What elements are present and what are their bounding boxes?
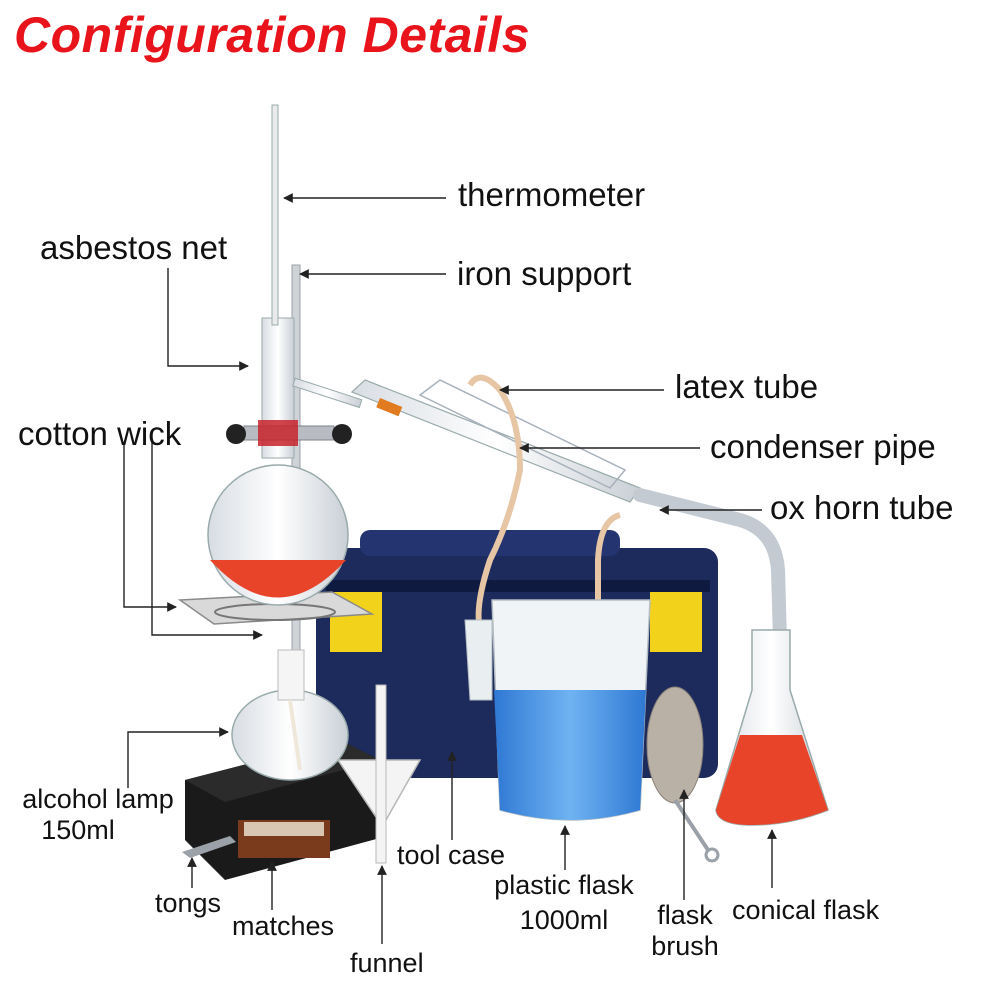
tongs <box>182 836 236 858</box>
leader-lines <box>123 193 777 944</box>
label-flask-brush-line1: flask <box>657 900 713 930</box>
label-plastic-flask-line1: plastic flask <box>494 870 634 900</box>
label-funnel: funnel <box>350 948 424 978</box>
leader-asbestos-net <box>167 268 249 371</box>
label-ox-horn-tube: ox horn tube <box>770 489 954 526</box>
page-title: Configuration Details <box>14 7 531 63</box>
label-conical-flask: conical flask <box>732 895 880 925</box>
label-tongs: tongs <box>155 888 222 918</box>
clamp <box>226 420 352 446</box>
case-latch-right <box>650 592 702 652</box>
label-flask-brush: flask brush <box>640 902 730 960</box>
label-cotton-wick: cotton wick <box>18 415 182 452</box>
funnel <box>336 684 422 864</box>
label-plastic-flask: plastic flask 1000ml <box>478 872 650 934</box>
leader-cotton-wick-1 <box>123 442 177 612</box>
latex-tube <box>467 374 524 642</box>
conical-flask <box>715 629 829 826</box>
leader-alcohol-lamp <box>127 727 229 788</box>
label-matches: matches <box>232 911 335 941</box>
alcohol-lamp <box>231 649 349 781</box>
round-bottom-flask <box>207 317 363 606</box>
label-alcohol-lamp-line1: alcohol lamp <box>22 784 174 814</box>
label-alcohol-lamp: alcohol lamp 150ml <box>8 786 188 844</box>
condenser-pipe <box>350 379 641 503</box>
label-alcohol-lamp-line2: 150ml <box>41 815 115 845</box>
label-latex-tube: latex tube <box>675 368 819 405</box>
label-plastic-flask-line2: 1000ml <box>519 905 609 935</box>
plastic-flask <box>464 599 651 821</box>
label-iron-support: iron support <box>457 255 632 292</box>
label-condenser-pipe: condenser pipe <box>710 428 936 465</box>
leader-cotton-wick-2 <box>151 442 263 640</box>
label-asbestos-net: asbestos net <box>40 229 228 266</box>
ox-horn-tube <box>633 488 787 647</box>
matches <box>238 820 330 858</box>
thermometer <box>271 104 279 326</box>
label-thermometer: thermometer <box>458 176 646 213</box>
label-flask-brush-line2: brush <box>651 931 719 961</box>
flask-brush <box>646 686 720 863</box>
label-tool-case: tool case <box>397 840 506 870</box>
